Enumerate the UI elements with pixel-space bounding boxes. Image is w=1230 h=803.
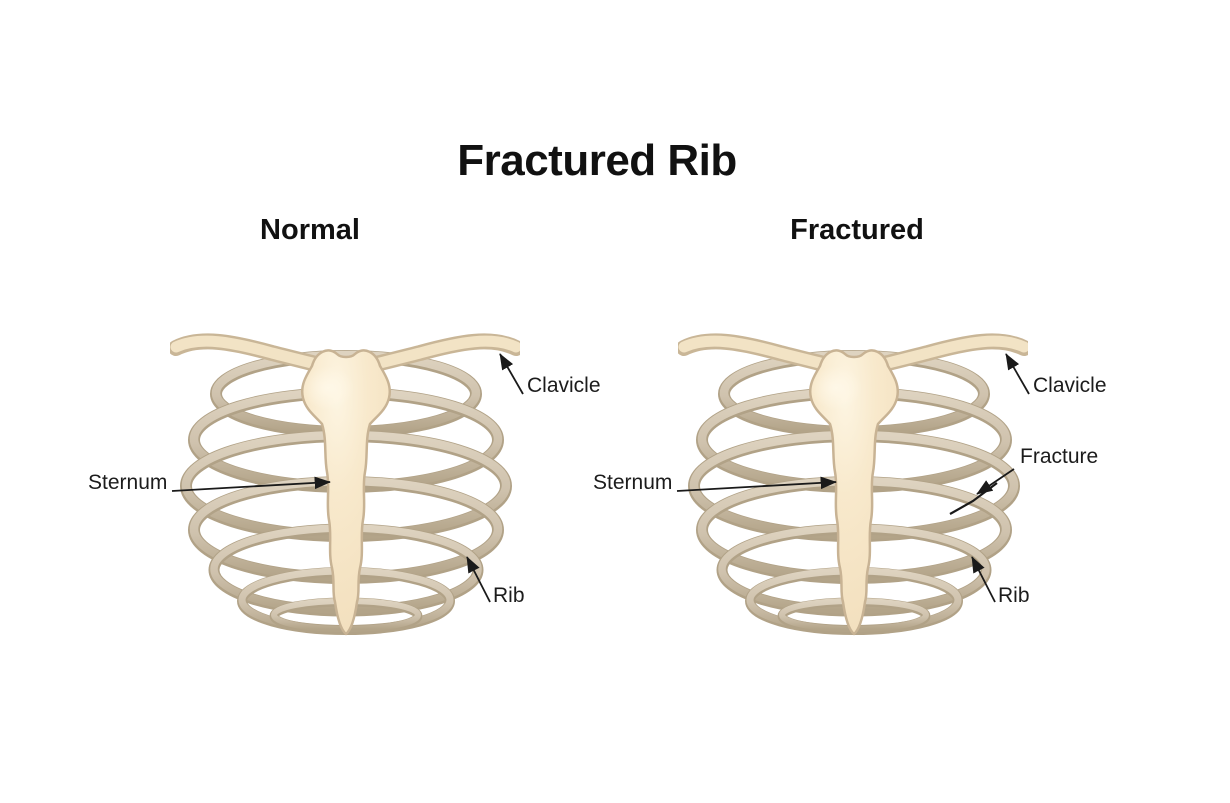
sternum-bone — [809, 349, 899, 636]
page-title: Fractured Rib — [457, 136, 737, 185]
label-right-fracture: Fracture — [1020, 445, 1099, 468]
label-right-clavicle: Clavicle — [1033, 374, 1107, 397]
label-right-rib: Rib — [998, 584, 1030, 607]
ribcage-normal-illustration — [170, 333, 520, 636]
heading-fractured: Fractured — [790, 214, 924, 246]
label-left-clavicle: Clavicle — [527, 374, 601, 397]
label-left-sternum: Sternum — [88, 471, 168, 494]
sternum-bone — [301, 349, 391, 636]
heading-normal: Normal — [260, 214, 360, 246]
label-right-sternum: Sternum — [593, 471, 673, 494]
ribcage-fractured-illustration — [678, 333, 1028, 636]
label-left-rib: Rib — [493, 584, 525, 607]
